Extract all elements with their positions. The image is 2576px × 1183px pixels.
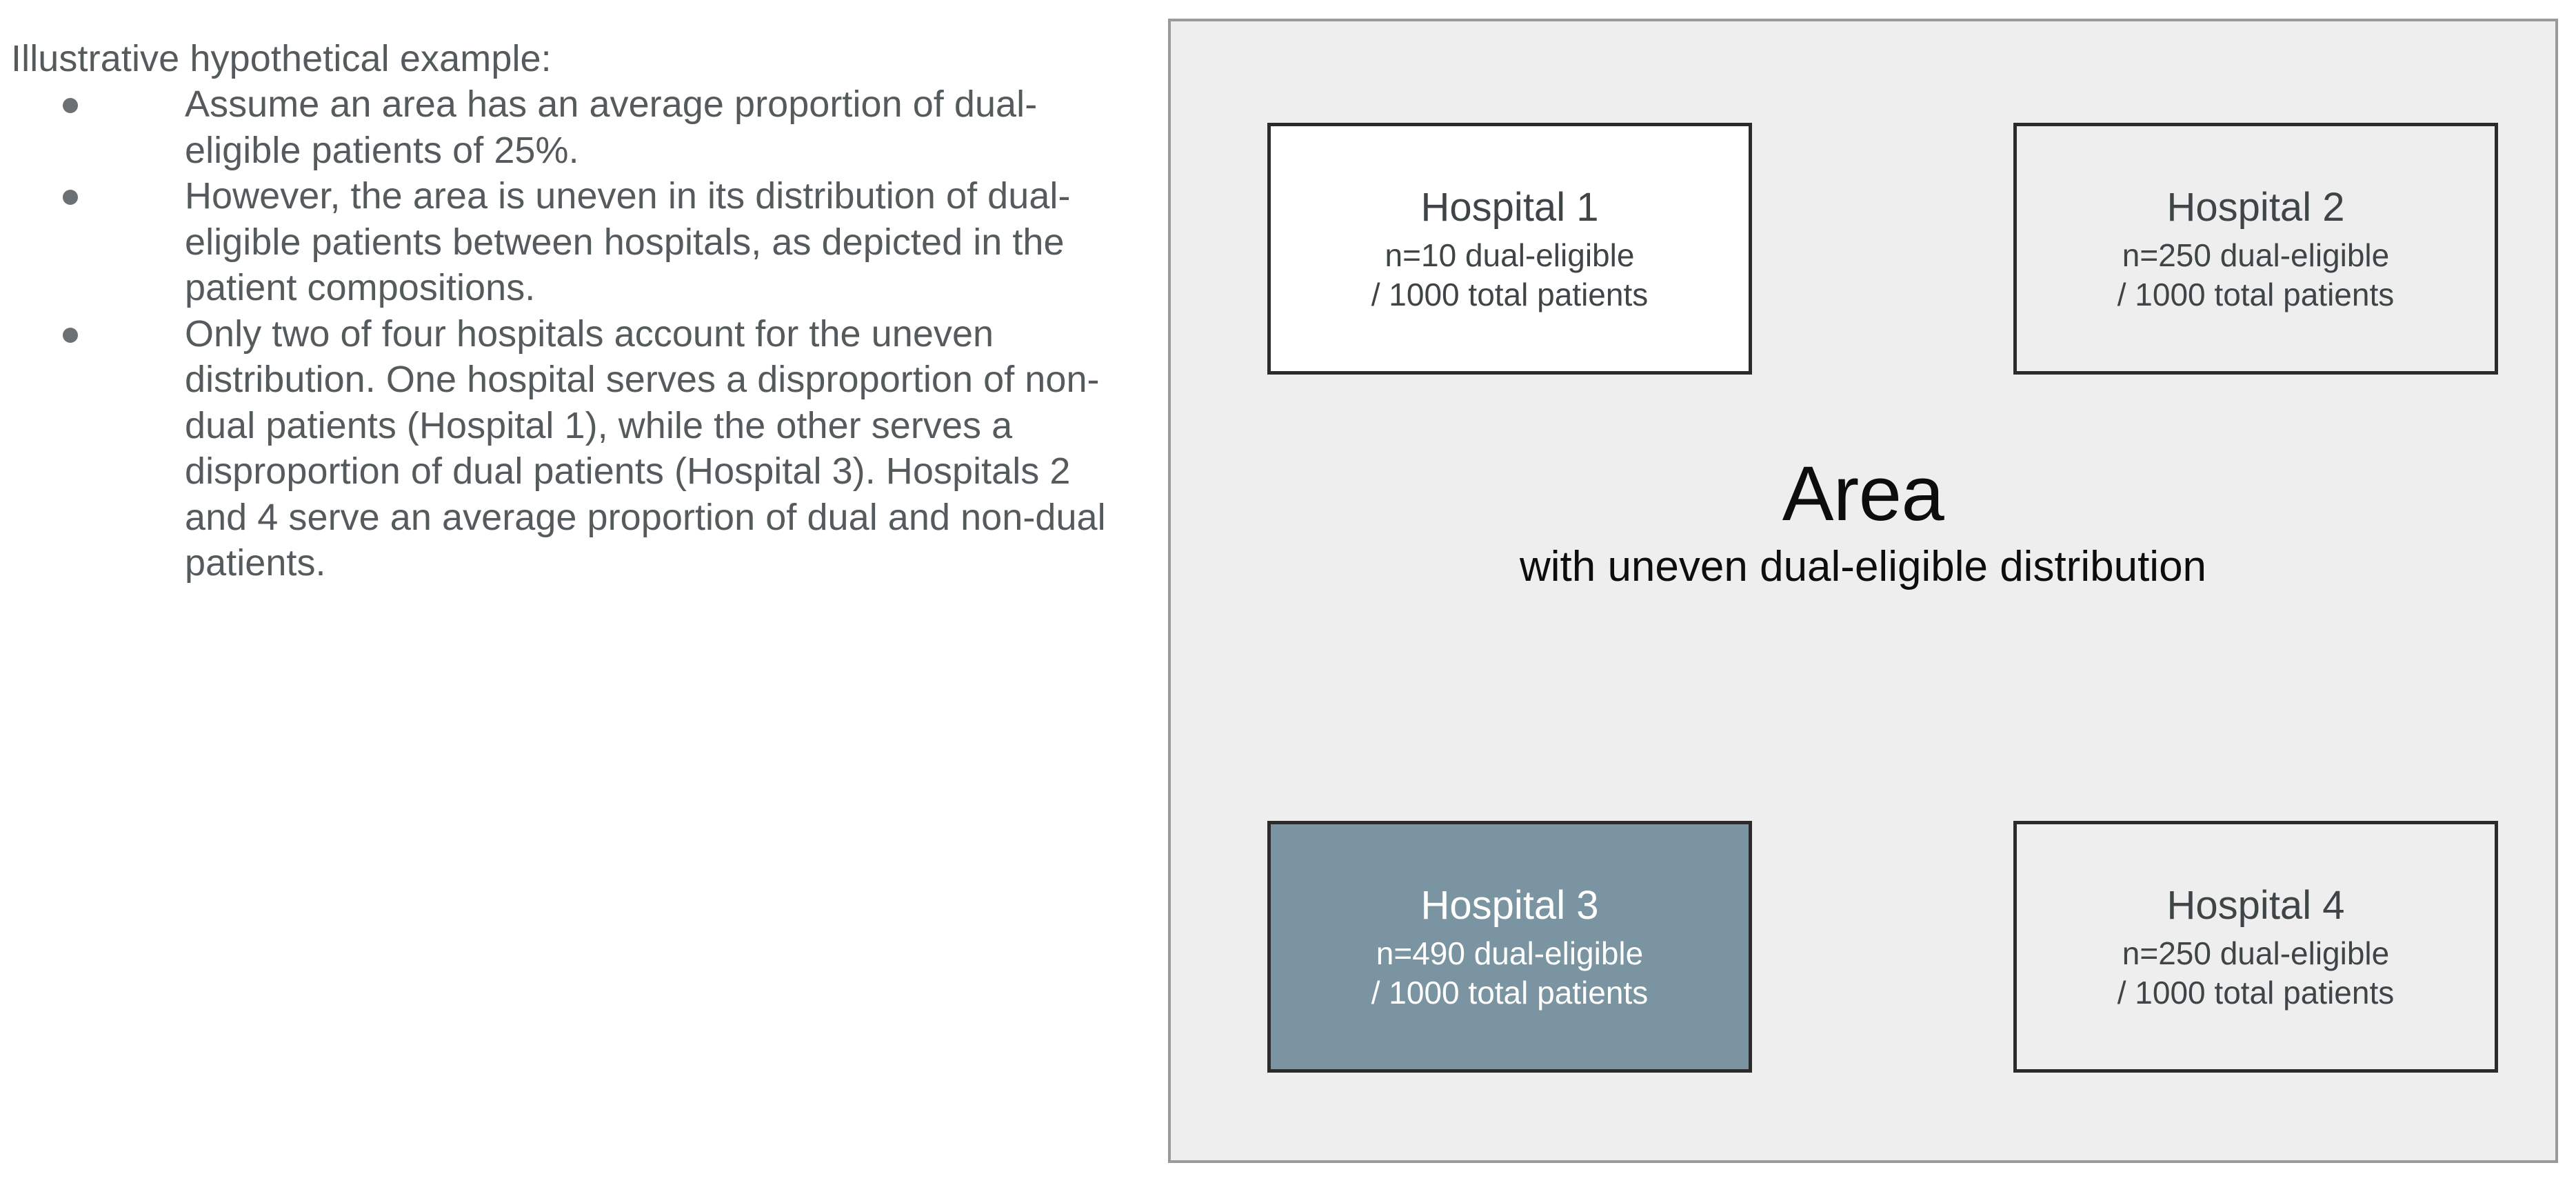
list-item: Only two of four hospitals account for t… [11, 311, 1128, 586]
area-subtitle: with uneven dual-eligible distribution [1519, 543, 2207, 590]
hospital-box-4: Hospital 4 n=250 dual-eligible / 1000 to… [2013, 821, 2498, 1073]
bullet-dot-icon [63, 190, 78, 205]
list-item: However, the area is uneven in its distr… [11, 173, 1128, 311]
intro-line: Illustrative hypothetical example: [11, 38, 552, 79]
hospital-box-1: Hospital 1 n=10 dual-eligible / 1000 tot… [1267, 123, 1752, 375]
list-item: Assume an area has an average proportion… [11, 81, 1128, 173]
hospital-name: Hospital 3 [1420, 882, 1599, 928]
area-center-label: Area with uneven dual-eligible distribut… [1171, 453, 2555, 593]
bullet-list: Assume an area has an average proportion… [11, 81, 1128, 586]
hospital-dual-line: n=250 dual-eligible [2122, 237, 2390, 273]
area-panel: Hospital 1 n=10 dual-eligible / 1000 tot… [1168, 19, 2558, 1163]
explanatory-text-column: Illustrative hypothetical example: Assum… [11, 36, 1128, 586]
hospital-total-line: / 1000 total patients [1371, 276, 1649, 312]
hospital-total-line: / 1000 total patients [2117, 276, 2395, 312]
list-item-text: However, the area is uneven in its distr… [185, 175, 1071, 308]
hospital-box-2: Hospital 2 n=250 dual-eligible / 1000 to… [2013, 123, 2498, 375]
hospital-total-line: / 1000 total patients [2117, 974, 2395, 1011]
hospital-name: Hospital 4 [2166, 882, 2345, 928]
area-title: Area [1782, 450, 1944, 537]
list-item-text: Only two of four hospitals account for t… [185, 312, 1106, 584]
hospital-dual-line: n=250 dual-eligible [2122, 935, 2390, 971]
hospital-name: Hospital 1 [1420, 184, 1599, 230]
hospital-dual-line: n=490 dual-eligible [1376, 935, 1644, 971]
hospital-name: Hospital 2 [2166, 184, 2345, 230]
hospital-box-3: Hospital 3 n=490 dual-eligible / 1000 to… [1267, 821, 1752, 1073]
bullet-dot-icon [63, 98, 78, 113]
list-item-text: Assume an area has an average proportion… [185, 83, 1038, 171]
hospital-dual-line: n=10 dual-eligible [1385, 237, 1635, 273]
bullet-dot-icon [63, 327, 78, 343]
hospital-total-line: / 1000 total patients [1371, 974, 1649, 1011]
